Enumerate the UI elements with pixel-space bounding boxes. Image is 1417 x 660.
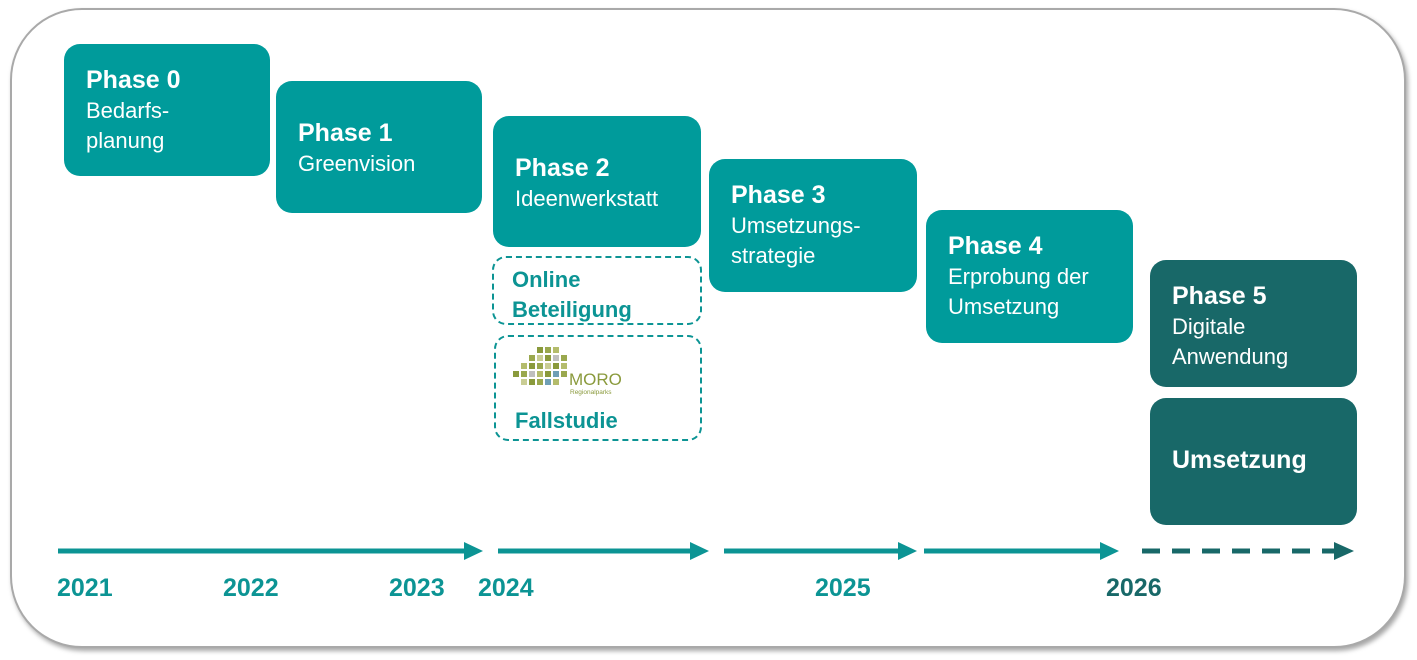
phase-1-box: Phase 1 Greenvision (276, 81, 482, 213)
phase-5-title: Phase 5 (1172, 282, 1267, 310)
online-participation-box: Online Beteiligung (492, 256, 702, 325)
phase-0-desc-line-1: Bedarfs- (86, 98, 170, 123)
implementation-label: Umsetzung (1172, 446, 1307, 474)
year-2021: 2021 (57, 574, 113, 602)
phase-2-box: Phase 2 Ideenwerkstatt (493, 116, 701, 247)
year-2023: 2023 (389, 574, 445, 602)
phase-4-title: Phase 4 (948, 232, 1043, 260)
phase-1-title: Phase 1 (298, 119, 393, 147)
phase-2-desc-line-1: Ideenwerkstatt (515, 186, 659, 211)
phase-2-title: Phase 2 (515, 154, 610, 182)
phase-3-box: Phase 3 Umsetzungs- strategie (709, 159, 917, 292)
year-2026: 2026 (1106, 574, 1162, 602)
phase-0-desc-line-2: planung (86, 128, 165, 153)
moro-logo-text: MORO (569, 370, 622, 389)
year-2024: 2024 (478, 574, 534, 602)
phase-4-desc-line-2: Umsetzung (948, 294, 1060, 319)
case-study-box: Fallstudie (494, 335, 702, 441)
phase-5-desc-line-2: Anwendung (1172, 344, 1289, 369)
phase-0-box: Phase 0 Bedarfs- planung (64, 44, 270, 176)
phase-4-desc-line-1: Erprobung der (948, 264, 1089, 289)
phase-5-box: Phase 5 Digitale Anwendung (1150, 260, 1357, 387)
moro-logo: MORO Regionalparks (513, 347, 622, 396)
phase-3-desc-line-2: strategie (731, 243, 816, 268)
online-participation-line-1: Online (512, 267, 581, 292)
timeline-arrow-2 (498, 542, 709, 560)
phase-3-title: Phase 3 (731, 181, 826, 209)
timeline-arrow-3 (724, 542, 917, 560)
phase-1-desc-line-1: Greenvision (298, 151, 416, 176)
case-study-label: Fallstudie (515, 408, 618, 433)
timeline-arrow-4 (924, 542, 1119, 560)
phase-5-desc-line-1: Digitale (1172, 314, 1246, 339)
moro-logo-subtext: Regionalparks (570, 389, 612, 396)
year-2022: 2022 (223, 574, 279, 602)
phase-3-desc-line-1: Umsetzungs- (731, 213, 861, 238)
timeline-arrow-1 (58, 542, 483, 560)
phase-4-box: Phase 4 Erprobung der Umsetzung (926, 210, 1133, 343)
online-participation-line-2: Beteiligung (512, 297, 632, 322)
implementation-box: Umsetzung (1150, 398, 1357, 525)
timeline-arrow-dashed (1142, 542, 1354, 560)
phase-0-title: Phase 0 (86, 66, 181, 94)
year-2025: 2025 (815, 574, 871, 602)
